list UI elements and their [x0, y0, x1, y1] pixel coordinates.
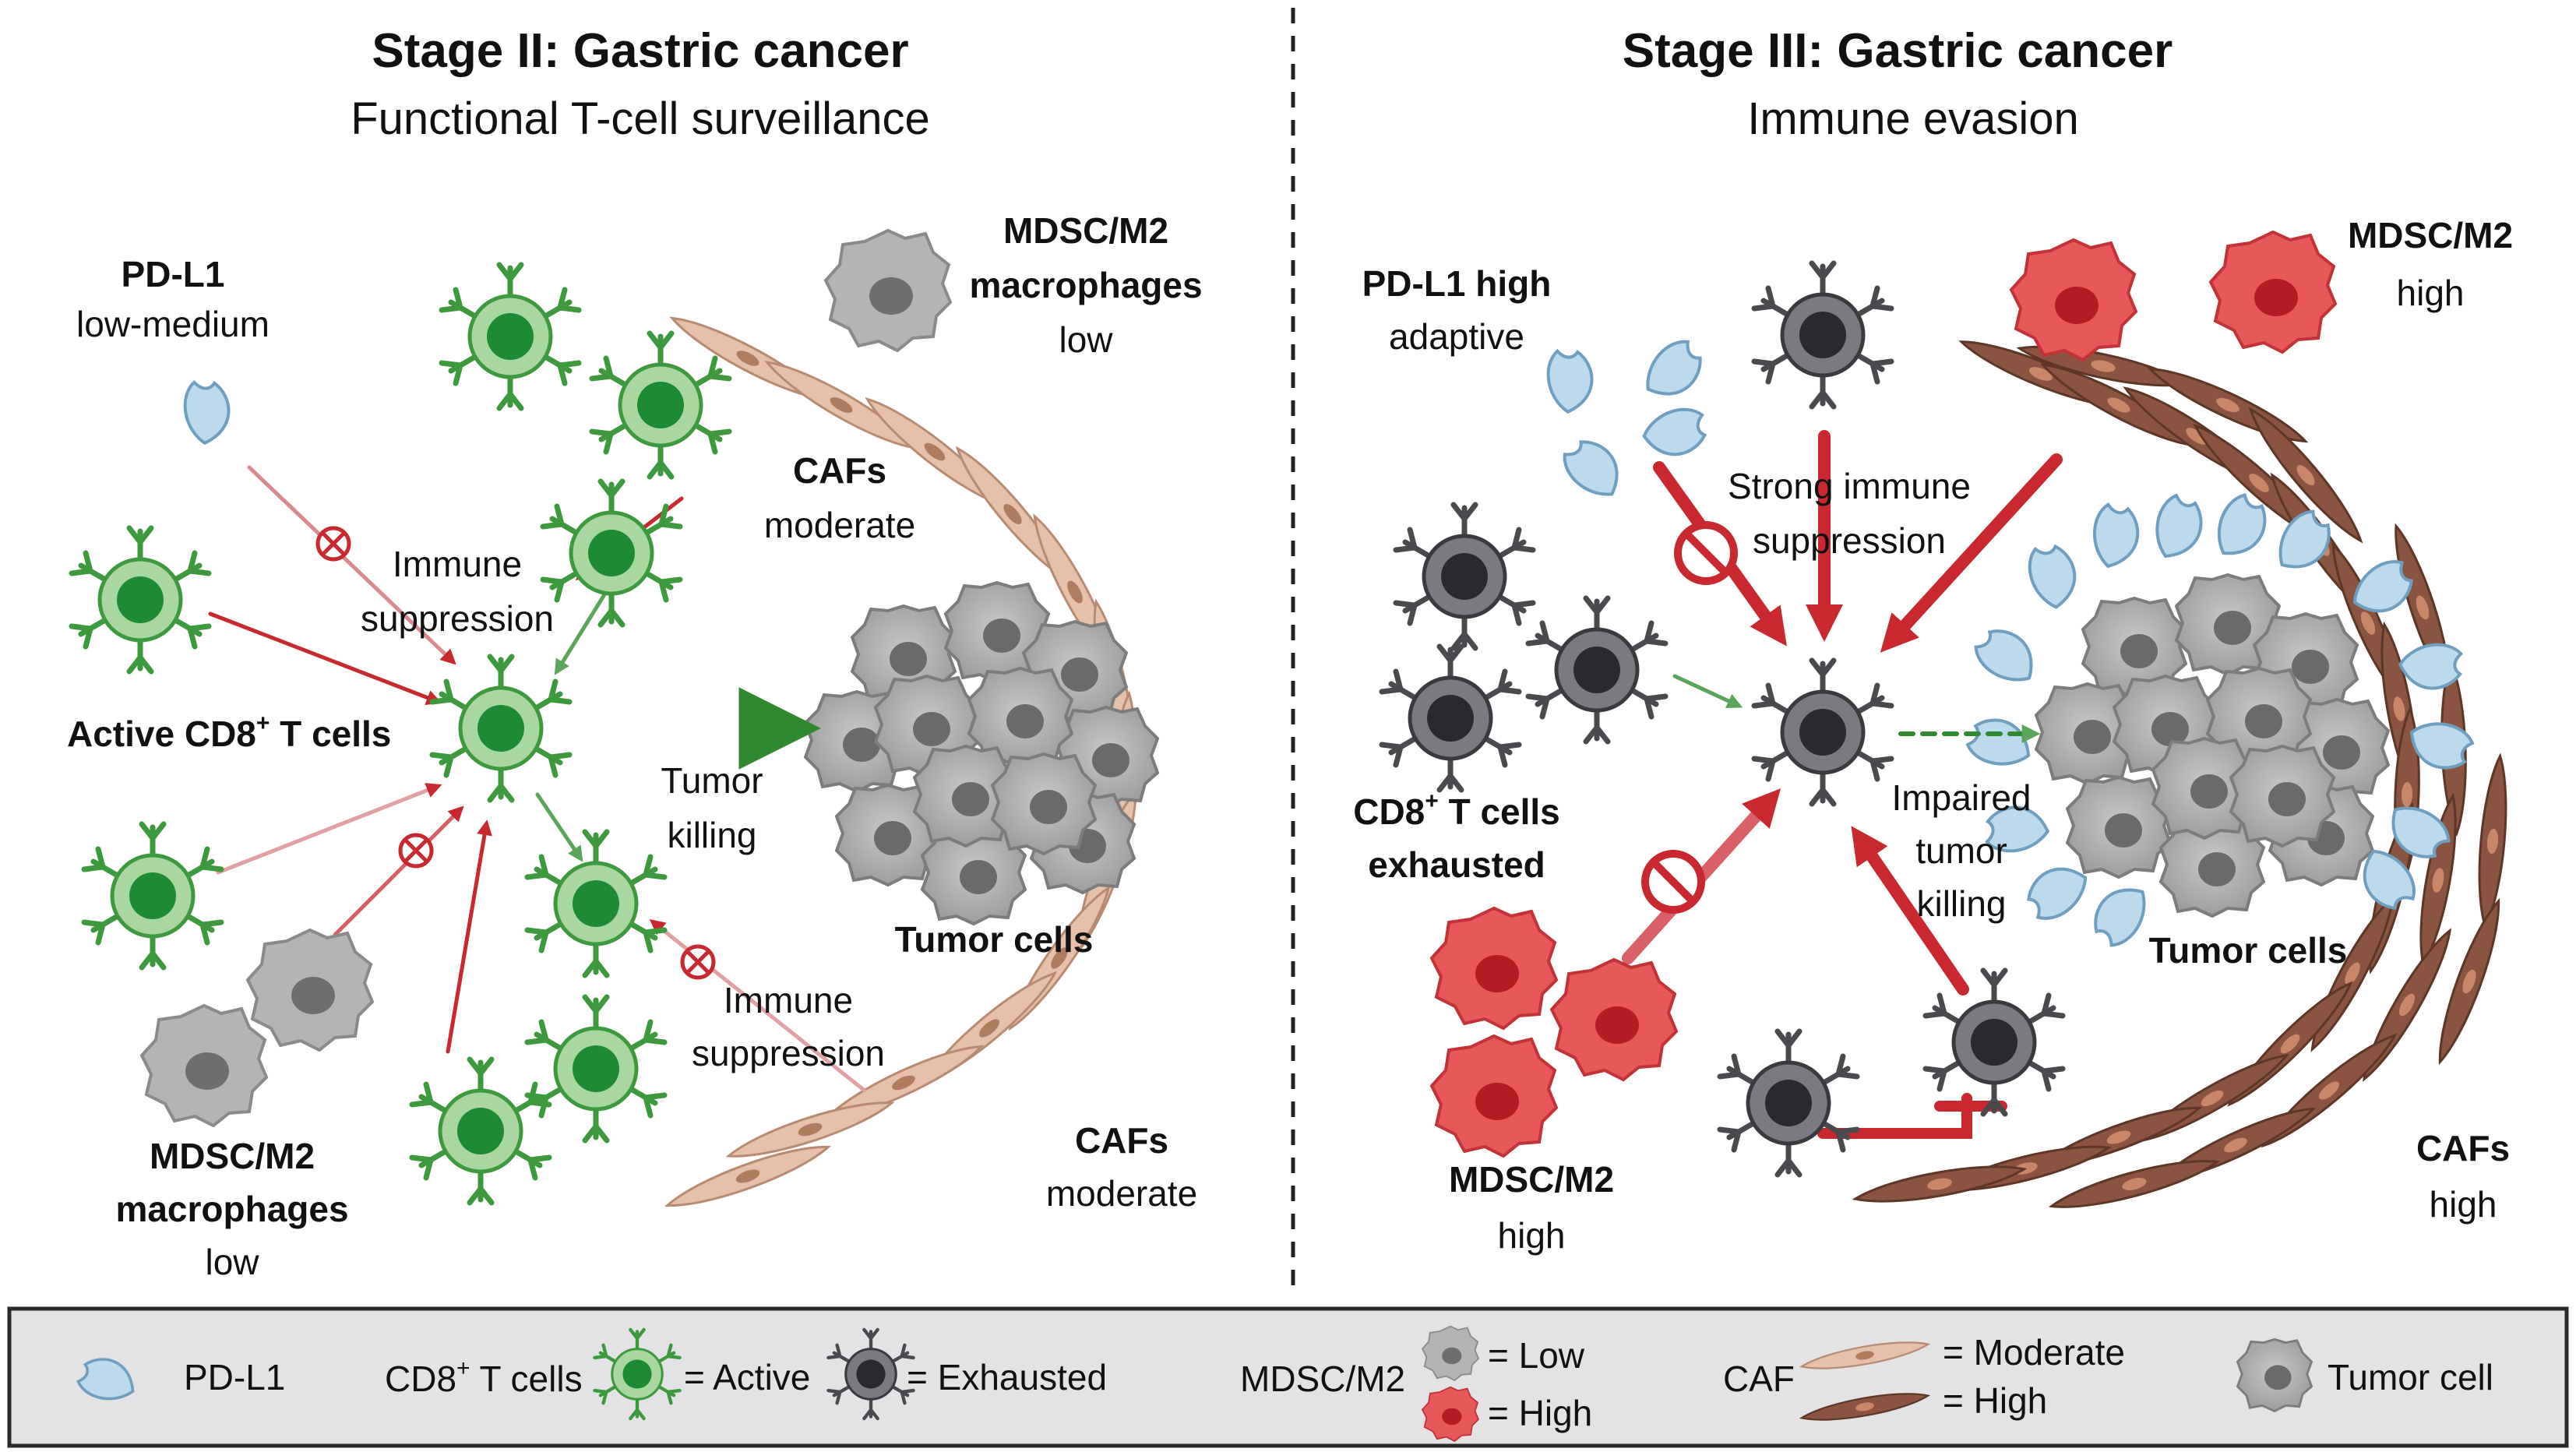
stage2-tumor-killing-b: killing — [667, 815, 756, 855]
exhausted-tcell — [1720, 1031, 1857, 1175]
stage3-mdsc-top-level: high — [2397, 273, 2465, 313]
stage2-pdl1-label: PD-L1 — [122, 254, 225, 294]
stage3-subtitle: Immune evasion — [1747, 93, 2079, 144]
legend-tumor-label: Tumor cell — [2328, 1357, 2493, 1397]
legend-pdl1-label: PD-L1 — [184, 1357, 285, 1397]
legend-caf-moderate-label: = Moderate — [1943, 1332, 2125, 1373]
stage3-tumor-cluster — [2035, 573, 2390, 918]
active-tcell — [543, 481, 680, 625]
mdsc-high-cell — [1550, 958, 1678, 1081]
stage3-cafs-label: CAFs — [2416, 1128, 2510, 1168]
inhibit-icon — [682, 946, 714, 978]
stage2-immune-supp-1b: suppression — [361, 598, 554, 639]
stage2-immune-supp-2b: suppression — [692, 1033, 885, 1073]
active-tcell — [412, 1059, 549, 1203]
stage3-mdsc-top-label: MDSC/M2 — [2348, 215, 2513, 256]
legend-tumor-icon — [2236, 1337, 2313, 1412]
stage3-panel: Stage III: Gastric cancer Immune evasion — [1353, 24, 2513, 1256]
block-icon — [1678, 525, 1734, 581]
active-tcell — [442, 265, 579, 408]
pdl1-high-cluster — [1538, 330, 1716, 503]
mdsc-high-cell — [2010, 238, 2137, 361]
stage2-immune-supp-2a: Immune — [724, 980, 853, 1020]
stage3-impaired-b: tumor — [1915, 830, 2007, 871]
exhausted-tcell — [1382, 647, 1519, 790]
stage2-panel: Stage II: Gastric cancer Functional T-ce… — [67, 24, 1203, 1282]
stage3-pdl1-level: adaptive — [1389, 316, 1524, 357]
legend-active-label: = Active — [684, 1357, 810, 1397]
stage2-cafs-top-level: moderate — [764, 505, 915, 545]
inhibit-icon — [318, 528, 349, 559]
stage3-cd8-exhausted-label2: exhausted — [1368, 844, 1545, 885]
stage3-mdsc-bottom-level: high — [1498, 1215, 1566, 1256]
legend: PD-L1 CD8+ T cells = Active = Exhausted … — [7, 1306, 2569, 1448]
legend-box — [7, 1306, 2569, 1448]
stage2-cafs-top-label: CAFs — [793, 450, 886, 491]
stage2-title: Stage II: Gastric cancer — [372, 24, 908, 78]
legend-caf-high-label: = High — [1943, 1380, 2047, 1421]
block-icon — [1645, 854, 1701, 910]
stage2-mdsc-top-level: low — [1059, 319, 1113, 360]
stage3-cd8-exhausted-label: CD8+ T cells — [1353, 788, 1560, 832]
stage3-title: Stage III: Gastric cancer — [1623, 24, 2173, 78]
stage2-immune-supp-1a: Immune — [393, 544, 522, 584]
mdsc-high-cell — [1430, 1034, 1558, 1158]
stage2-cafs-bottom-level: moderate — [1046, 1173, 1197, 1214]
stage2-mdsc-top-label: MDSC/M2 — [1003, 210, 1168, 251]
legend-caf-label: CAF — [1723, 1359, 1795, 1399]
stage3-impaired-c: killing — [1916, 883, 2006, 924]
pdl1-icon — [174, 372, 240, 448]
exhausted-tcell — [1926, 971, 2063, 1114]
mdsc-high-cell — [1430, 907, 1558, 1030]
stage2-mdsc-bottom-level: low — [205, 1242, 259, 1282]
legend-exhausted-label: = Exhausted — [907, 1357, 1107, 1397]
stage3-cafs-level: high — [2430, 1184, 2497, 1225]
stage3-strong-supp-a: Strong immune — [1728, 466, 1971, 506]
active-tcell — [592, 333, 729, 477]
stage2-subtitle: Functional T-cell surveillance — [351, 93, 930, 144]
stage3-pdl1-label: PD-L1 high — [1362, 263, 1552, 304]
active-tcell — [72, 528, 209, 671]
mdsc-low-cell — [824, 229, 952, 352]
stage3-impaired-a: Impaired — [1892, 777, 2032, 818]
exhausted-tcell — [1396, 505, 1533, 648]
stage2-mdsc-top-label2: macrophages — [969, 265, 1202, 305]
exhausted-tcell — [1528, 598, 1665, 742]
inhibit-icon — [400, 835, 432, 866]
active-tcell — [527, 832, 664, 975]
active-tcell — [527, 997, 664, 1140]
stage2-tumor-cluster — [804, 581, 1159, 925]
legend-mdsc-low-label: = Low — [1488, 1335, 1585, 1376]
stage2-active-cd8-label: Active CD8+ T cells — [67, 710, 391, 754]
legend-mdsc-high-label: = High — [1488, 1393, 1592, 1433]
mdsc-high-cell — [2209, 231, 2337, 354]
stage2-mdsc-bottom-label: MDSC/M2 — [150, 1136, 315, 1176]
active-tcell — [84, 824, 221, 967]
stage2-pdl1-level: low-medium — [76, 304, 270, 344]
stage2-cafs-bottom-label: CAFs — [1075, 1120, 1168, 1161]
stage3-tumor-label: Tumor cells — [2149, 930, 2348, 971]
mdsc-low-cell — [140, 1004, 268, 1127]
stage2-tumor-label: Tumor cells — [895, 919, 1094, 960]
exhausted-tcell — [1754, 263, 1891, 407]
stage3-mdsc-bottom-label: MDSC/M2 — [1449, 1159, 1614, 1200]
stage3-strong-supp-b: suppression — [1753, 520, 1946, 561]
mdsc-low-cell — [246, 929, 374, 1052]
legend-mdsc-label: MDSC/M2 — [1240, 1359, 1405, 1399]
stage2-tumor-killing-a: Tumor — [661, 760, 763, 801]
active-tcell-center — [432, 657, 569, 800]
legend-cd8-label: CD8+ T cells — [385, 1355, 583, 1399]
exhausted-tcell-center — [1754, 661, 1891, 804]
stage2-mdsc-bottom-label2: macrophages — [115, 1189, 348, 1229]
